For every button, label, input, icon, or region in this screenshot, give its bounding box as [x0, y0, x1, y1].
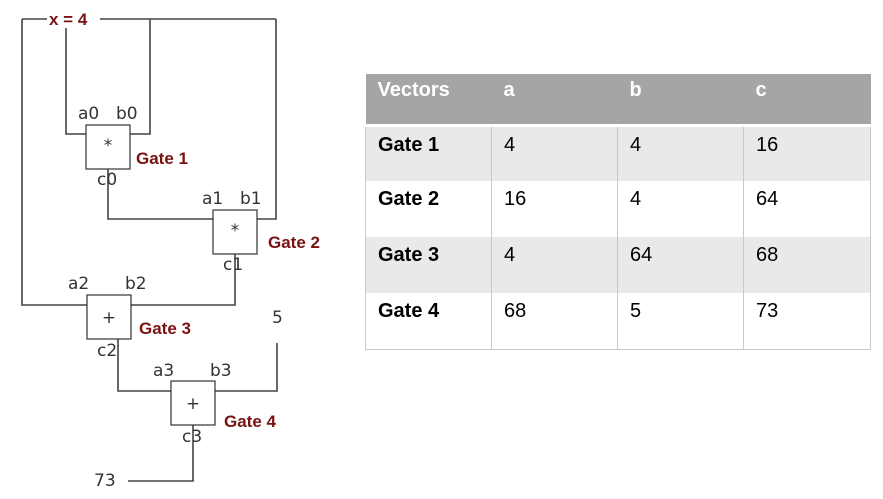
cell-a: 4: [491, 237, 618, 293]
port-a1: a1: [202, 189, 223, 209]
port-c3: c3: [182, 427, 202, 447]
cell-c: 64: [743, 181, 871, 237]
table-row: Gate 2 16 4 64: [365, 181, 871, 237]
row-gate-label: Gate 3: [365, 237, 492, 293]
wire-x-top-bus: [21, 19, 87, 306]
table-row: Gate 3 4 64 68: [365, 237, 871, 293]
header-c: c: [743, 74, 871, 127]
row-gate-label: Gate 4: [365, 293, 492, 350]
port-b3: b3: [210, 361, 232, 381]
arithmetic-circuit: * * + + a0 b0 c0 a1 b1 c1 a2 b2 c2 a3 b3…: [21, 10, 320, 491]
cell-a: 4: [491, 125, 618, 181]
port-b0: b0: [116, 104, 138, 124]
gate-3-operator: +: [102, 308, 116, 328]
wire-c0-to-a1: [107, 169, 213, 220]
gate-4-operator: +: [186, 394, 200, 414]
circuit-wires: [21, 18, 278, 482]
cell-b: 4: [617, 125, 744, 181]
wire-c2-to-a3: [117, 339, 171, 392]
gate-2-operator: *: [231, 221, 240, 241]
wire-c1-to-b2: [131, 254, 236, 306]
vectors-table: Vectors a b c Gate 1 4 4 16 Gate 2 16 4 …: [365, 74, 871, 350]
gate-2-label: Gate 2: [268, 233, 320, 252]
port-a2: a2: [68, 274, 89, 294]
cell-c: 16: [743, 125, 871, 181]
header-vectors: Vectors: [365, 74, 492, 127]
port-a3: a3: [153, 361, 174, 381]
wire-c3-to-output: [128, 424, 194, 482]
wire-x-to-b1: [257, 19, 277, 220]
input-x-label: x = 4: [49, 10, 88, 29]
gate-1-operator: *: [104, 136, 113, 156]
cell-c: 73: [743, 293, 871, 350]
cell-a: 68: [491, 293, 618, 350]
gate-4-box: [170, 380, 216, 426]
port-a0: a0: [78, 104, 99, 124]
gate-1-box: [85, 124, 131, 170]
cell-b: 4: [617, 181, 744, 237]
constant-value: 5: [272, 308, 283, 328]
table-row: Gate 1 4 4 16: [365, 125, 871, 181]
wire-x-to-a0: [65, 28, 86, 135]
port-c2: c2: [97, 341, 117, 361]
gate-3-label: Gate 3: [139, 319, 191, 338]
cell-b: 5: [617, 293, 744, 350]
table-header-row: Vectors a b c: [365, 74, 871, 127]
gate-2-box: [212, 209, 258, 255]
cell-c: 68: [743, 237, 871, 293]
table-row: Gate 4 68 5 73: [365, 293, 871, 350]
cell-b: 64: [617, 237, 744, 293]
cell-a: 16: [491, 181, 618, 237]
wire-const-to-b3: [215, 343, 278, 392]
header-b: b: [617, 74, 744, 127]
header-a: a: [491, 74, 618, 127]
row-gate-label: Gate 2: [365, 181, 492, 237]
row-gate-label: Gate 1: [365, 125, 492, 181]
port-c0: c0: [97, 170, 117, 190]
wire-x-to-b0: [130, 19, 151, 135]
port-b2: b2: [125, 274, 147, 294]
gate-1-label: Gate 1: [136, 149, 188, 168]
output-value: 73: [94, 471, 116, 491]
port-c1: c1: [223, 255, 243, 275]
gate-4-label: Gate 4: [224, 412, 277, 431]
gate-3-box: [86, 294, 132, 340]
port-b1: b1: [240, 189, 262, 209]
